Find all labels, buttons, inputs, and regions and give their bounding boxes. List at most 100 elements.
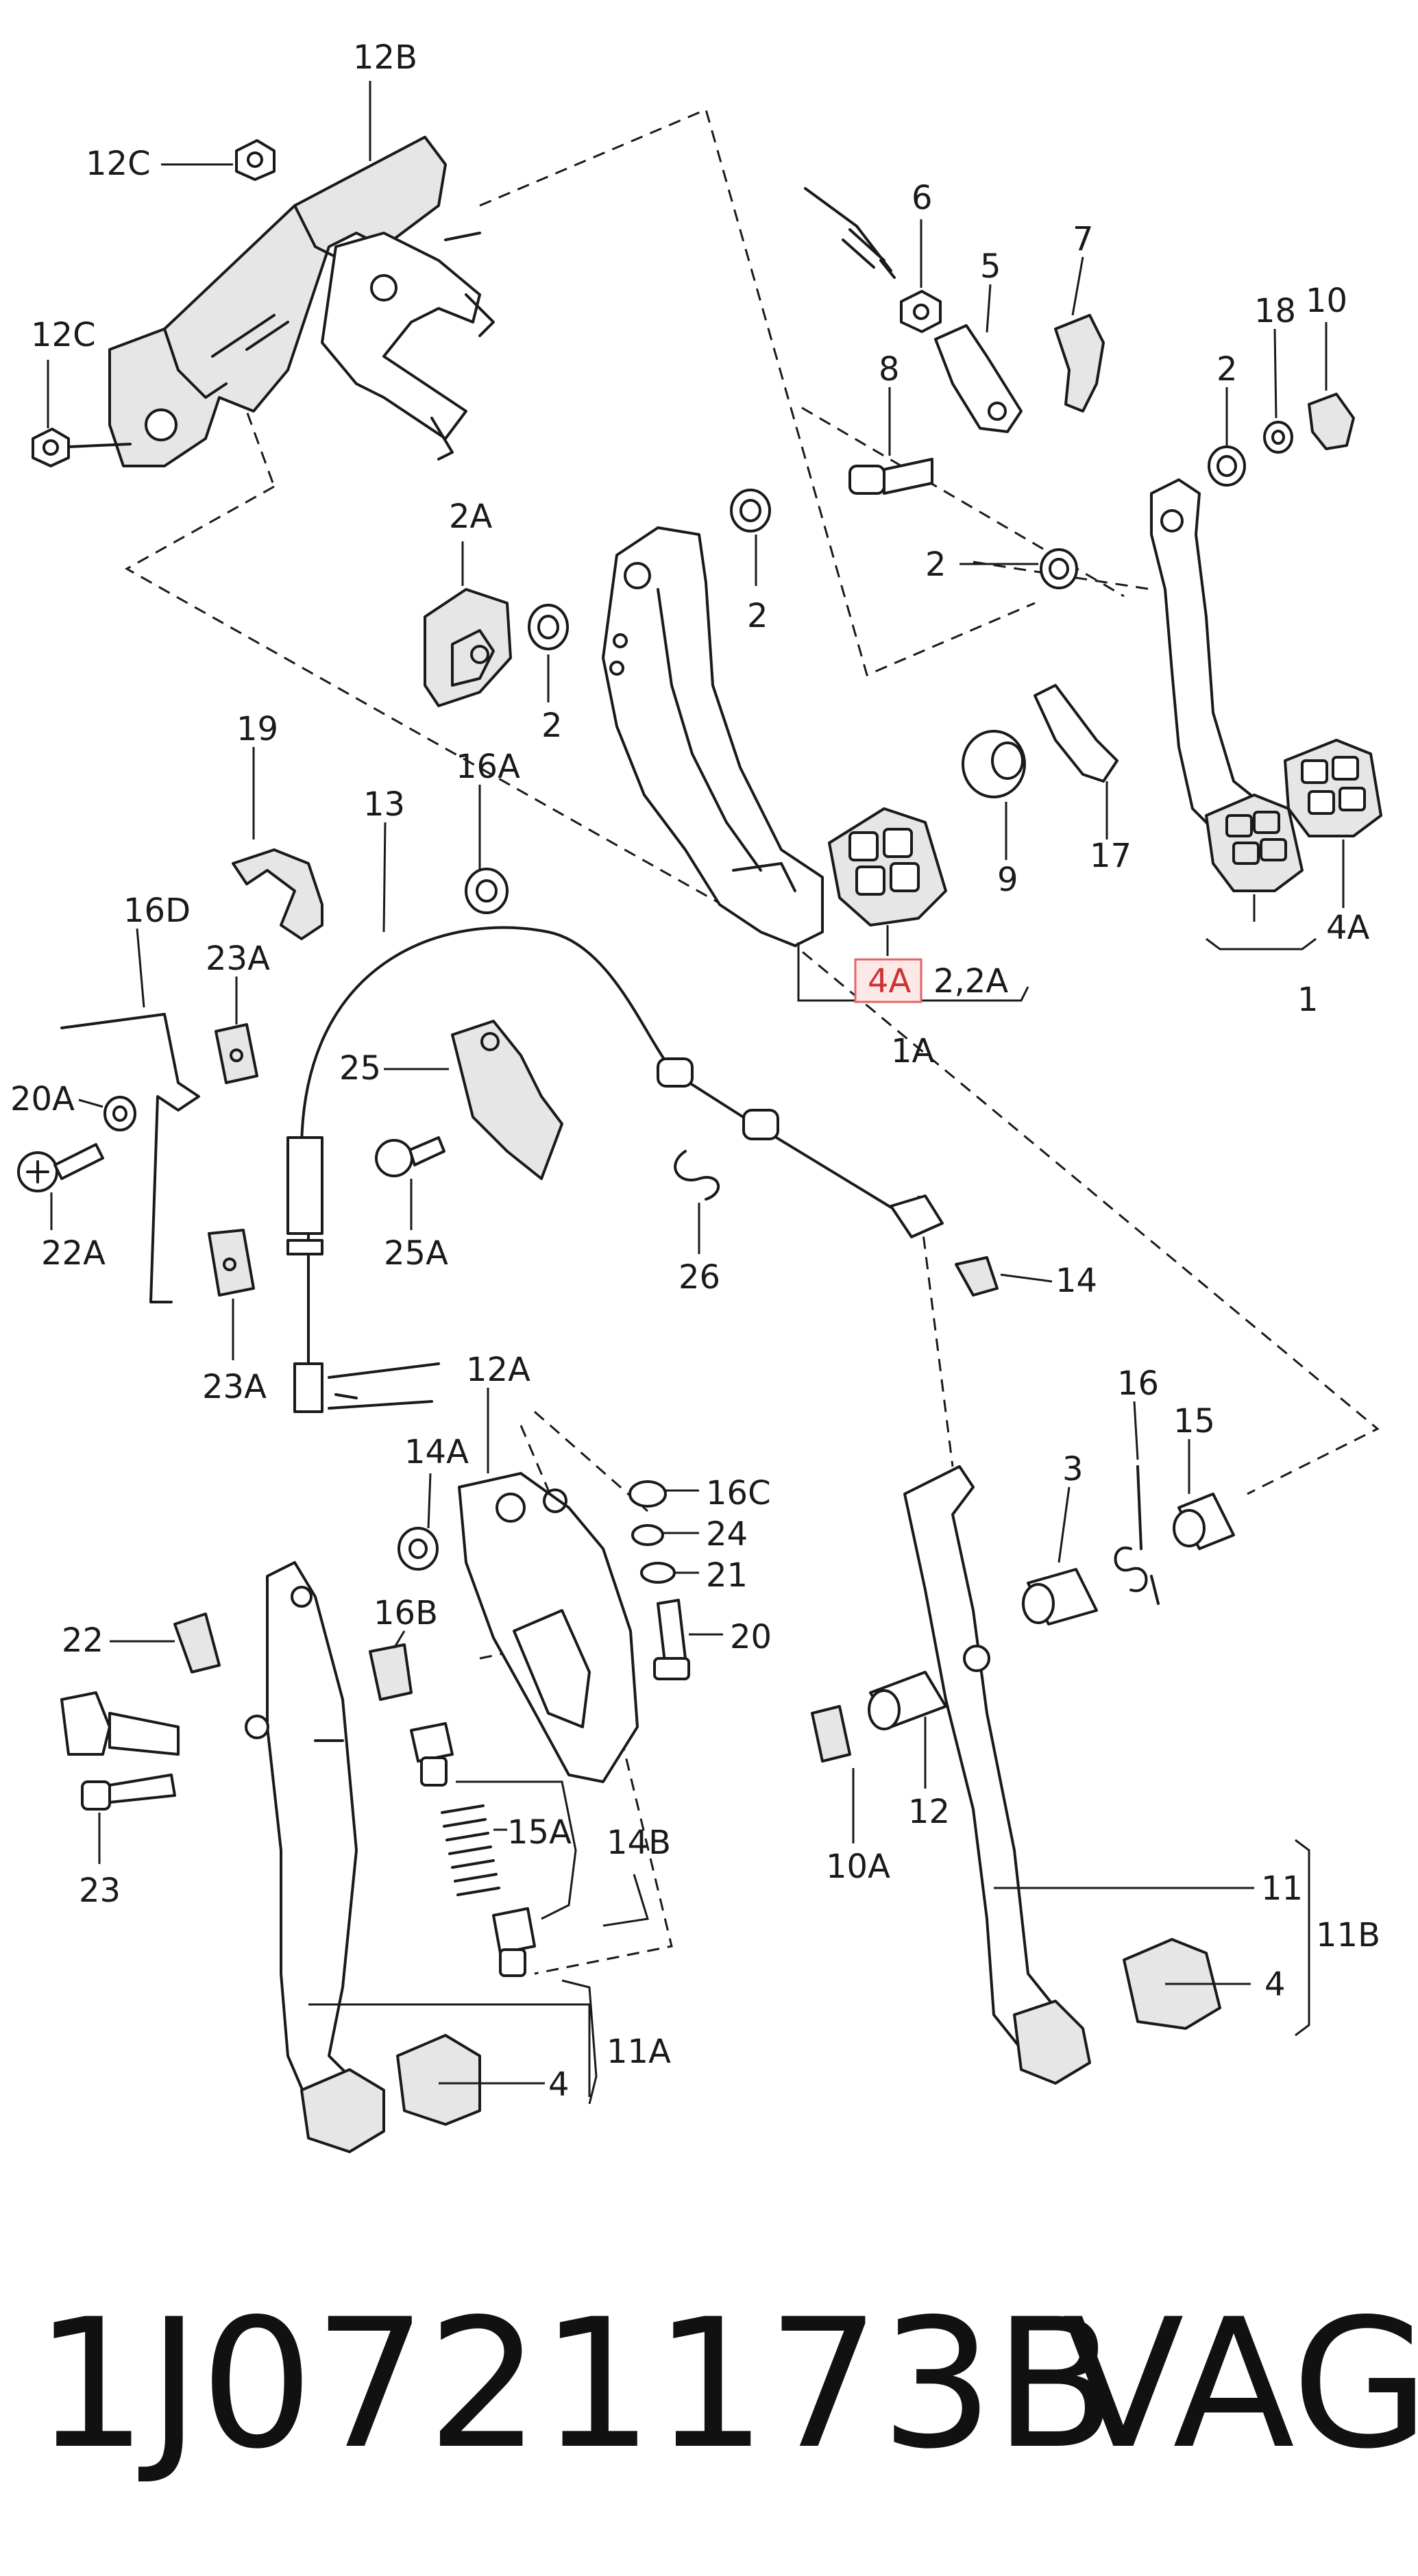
spring-16 [1114, 1465, 1160, 1605]
bolt-8 [848, 458, 933, 495]
clip-7 [1054, 314, 1105, 413]
callout-2-b: 2 [747, 597, 768, 635]
footer-caption: 1J0721173B VAG [34, 2282, 1418, 2488]
callout-25a: 25A [384, 1234, 448, 1273]
bushing-3 [1022, 1568, 1098, 1626]
callout-1: 1 [1297, 981, 1319, 1019]
callout-7: 7 [1073, 220, 1094, 258]
callout-20: 20 [730, 1618, 772, 1656]
callout-23a-bottom: 23A [202, 1368, 267, 1406]
washer-16c [628, 1480, 667, 1508]
bushing-16a [465, 868, 509, 914]
callout-4a-highlight: 4A [868, 962, 912, 1001]
callout-16a: 16A [456, 748, 520, 786]
bushing-2-mid [1040, 548, 1078, 589]
callout-2-a: 2 [541, 707, 563, 745]
callout-17: 17 [1090, 837, 1132, 875]
pedal-pad-brake-11a [300, 2068, 385, 2153]
bracket-end-12a [328, 1362, 440, 1410]
callout-12b: 12B [353, 38, 417, 77]
pushrod-eye-23 [60, 1691, 180, 1811]
callout-2a: 2A [449, 498, 493, 536]
callout-23: 23 [79, 1872, 121, 1910]
callout-21: 21 [706, 1556, 748, 1595]
callout-26: 26 [679, 1258, 720, 1297]
spring-15a [441, 1804, 500, 1896]
callout-24: 24 [706, 1515, 748, 1554]
clutch-pedal-arm-11b [903, 1465, 1057, 2050]
adapter-2a [424, 588, 512, 707]
clip-22 [173, 1612, 221, 1673]
brake-pedal-arm-11a [245, 1561, 358, 2119]
callout-16: 16 [1117, 1364, 1159, 1403]
pedal-pad-4a-center [828, 807, 947, 927]
callout-2-2a: 2,2A [933, 962, 1008, 1001]
screw-22a [17, 1143, 104, 1192]
pin-14b-upper [410, 1722, 454, 1787]
bracket-25 [451, 1020, 563, 1180]
callout-12c-top: 12C [86, 145, 151, 183]
callout-3: 3 [1062, 1450, 1084, 1488]
callout-16d: 16D [123, 892, 191, 930]
clip-10a [811, 1705, 851, 1763]
stop-9 [962, 730, 1026, 798]
callout-10a: 10A [826, 1848, 890, 1886]
callout-19: 19 [236, 710, 278, 748]
callout-15: 15 [1173, 1402, 1215, 1440]
callout-23a-top: 23A [206, 940, 270, 978]
callout-10: 10 [1306, 282, 1347, 320]
pin-14b-lower [492, 1907, 536, 1977]
bushing-14a [398, 1527, 439, 1571]
support-plate-12a [458, 1472, 639, 1783]
callout-12: 12 [908, 1793, 950, 1831]
bracket-19 [232, 848, 323, 940]
callout-13: 13 [363, 785, 405, 824]
pedal-pad-11b [1013, 2000, 1091, 2085]
callout-2-c: 2 [925, 545, 946, 584]
switch-17 [1034, 684, 1118, 783]
callout-25: 25 [339, 1049, 381, 1088]
callout-8: 8 [879, 350, 900, 389]
pushrod [804, 187, 896, 279]
clip-16b [369, 1643, 413, 1701]
callout-22: 22 [62, 1621, 103, 1660]
callout-2-r1: 2 [1217, 350, 1238, 389]
clip-23a-top [215, 1023, 258, 1084]
nut-12c-top [235, 139, 276, 181]
bushing-12 [868, 1671, 947, 1730]
leader-lines [47, 81, 1345, 2105]
clip-14 [955, 1256, 999, 1297]
pedal-pad-4-left [396, 2034, 481, 2126]
bolt-20 [653, 1599, 690, 1680]
callout-12c-left: 12C [31, 316, 96, 354]
callout-4-left: 4 [548, 2065, 570, 2104]
cable-13 [286, 926, 944, 1413]
callout-4a-right: 4A [1326, 909, 1370, 947]
nut-12c-left [32, 428, 132, 467]
callout-18: 18 [1254, 292, 1296, 330]
clip-23a-bottom [208, 1229, 255, 1297]
callout-11a: 11A [607, 2033, 671, 2071]
callout-16c: 16C [706, 1474, 771, 1512]
callout-11b: 11B [1316, 1916, 1380, 1954]
callout-11: 11 [1261, 1869, 1303, 1908]
brake-pedal-arm-center [602, 526, 824, 947]
callout-15a: 15A [507, 1813, 572, 1852]
callout-labels: 12B 12C 12C 6 5 7 8 2 18 10 2A 2 2 2 9 1… [10, 38, 1380, 2104]
washer-24 [631, 1524, 664, 1546]
return-spring-16d [60, 1013, 200, 1303]
clevis-5 [934, 324, 1023, 433]
pedal-pad-4-right-inner [1205, 794, 1304, 892]
washer-18 [1263, 421, 1293, 454]
callout-16b: 16B [374, 1594, 438, 1632]
callout-9: 9 [997, 861, 1018, 899]
pedal-pad-4a-right [1284, 739, 1382, 837]
callout-20a: 20A [10, 1080, 75, 1118]
highlight-box-4a [854, 958, 922, 1003]
brand-name: VAG [1062, 2281, 1418, 2488]
bushing-2-top [730, 489, 771, 532]
clutch-pedal-arm-right [1150, 478, 1269, 844]
bolt-25a [375, 1136, 445, 1177]
